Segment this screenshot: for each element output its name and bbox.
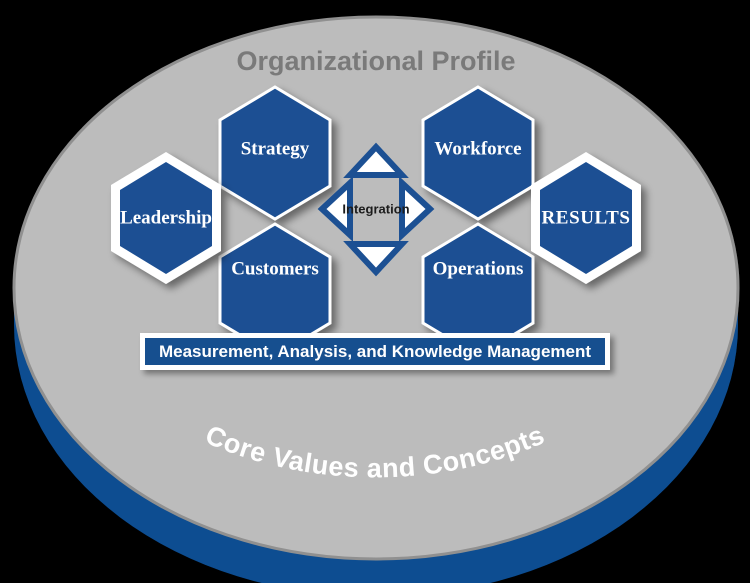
cylinder-base	[12, 15, 740, 583]
arrow-up-icon	[343, 142, 409, 178]
integration-label: Integration	[342, 201, 409, 216]
arrow-left-icon	[317, 176, 353, 242]
hexagon-operations-label: Operations	[433, 258, 524, 279]
hexagon-leadership-shape	[120, 162, 212, 274]
hexagon-results[interactable]: RESULTS	[531, 152, 641, 284]
hexagon-workforce-label: Workforce	[434, 138, 521, 159]
hexagon-results-label: RESULTS	[541, 207, 630, 228]
hexagon-leadership[interactable]: Leadership	[111, 152, 221, 284]
measurement-analysis-bar-label: Measurement, Analysis, and Knowledge Man…	[159, 342, 591, 361]
hexagon-strategy-label: Strategy	[241, 138, 310, 159]
hexagon-workforce[interactable]: Workforce	[421, 85, 535, 221]
hexagon-customers-label: Customers	[231, 258, 319, 279]
organizational-profile-disc	[12, 15, 740, 561]
measurement-analysis-bar[interactable]: Measurement, Analysis, and Knowledge Man…	[140, 333, 610, 370]
arrow-down-icon	[343, 241, 409, 277]
measurement-analysis-bar-fill	[145, 338, 605, 365]
organizational-profile-title: Organizational Profile	[236, 46, 515, 76]
arrow-right-icon	[399, 176, 435, 242]
hexagon-results-shape	[540, 162, 632, 274]
integration-group: Integration	[317, 142, 435, 277]
hexagon-operations[interactable]: Operations	[421, 222, 535, 358]
hexagon-workforce-shape	[421, 85, 535, 221]
hexagon-strategy-shape	[218, 85, 332, 221]
hexagon-strategy[interactable]: Strategy	[218, 85, 332, 221]
hexagon-leadership-label: Leadership	[120, 207, 212, 228]
